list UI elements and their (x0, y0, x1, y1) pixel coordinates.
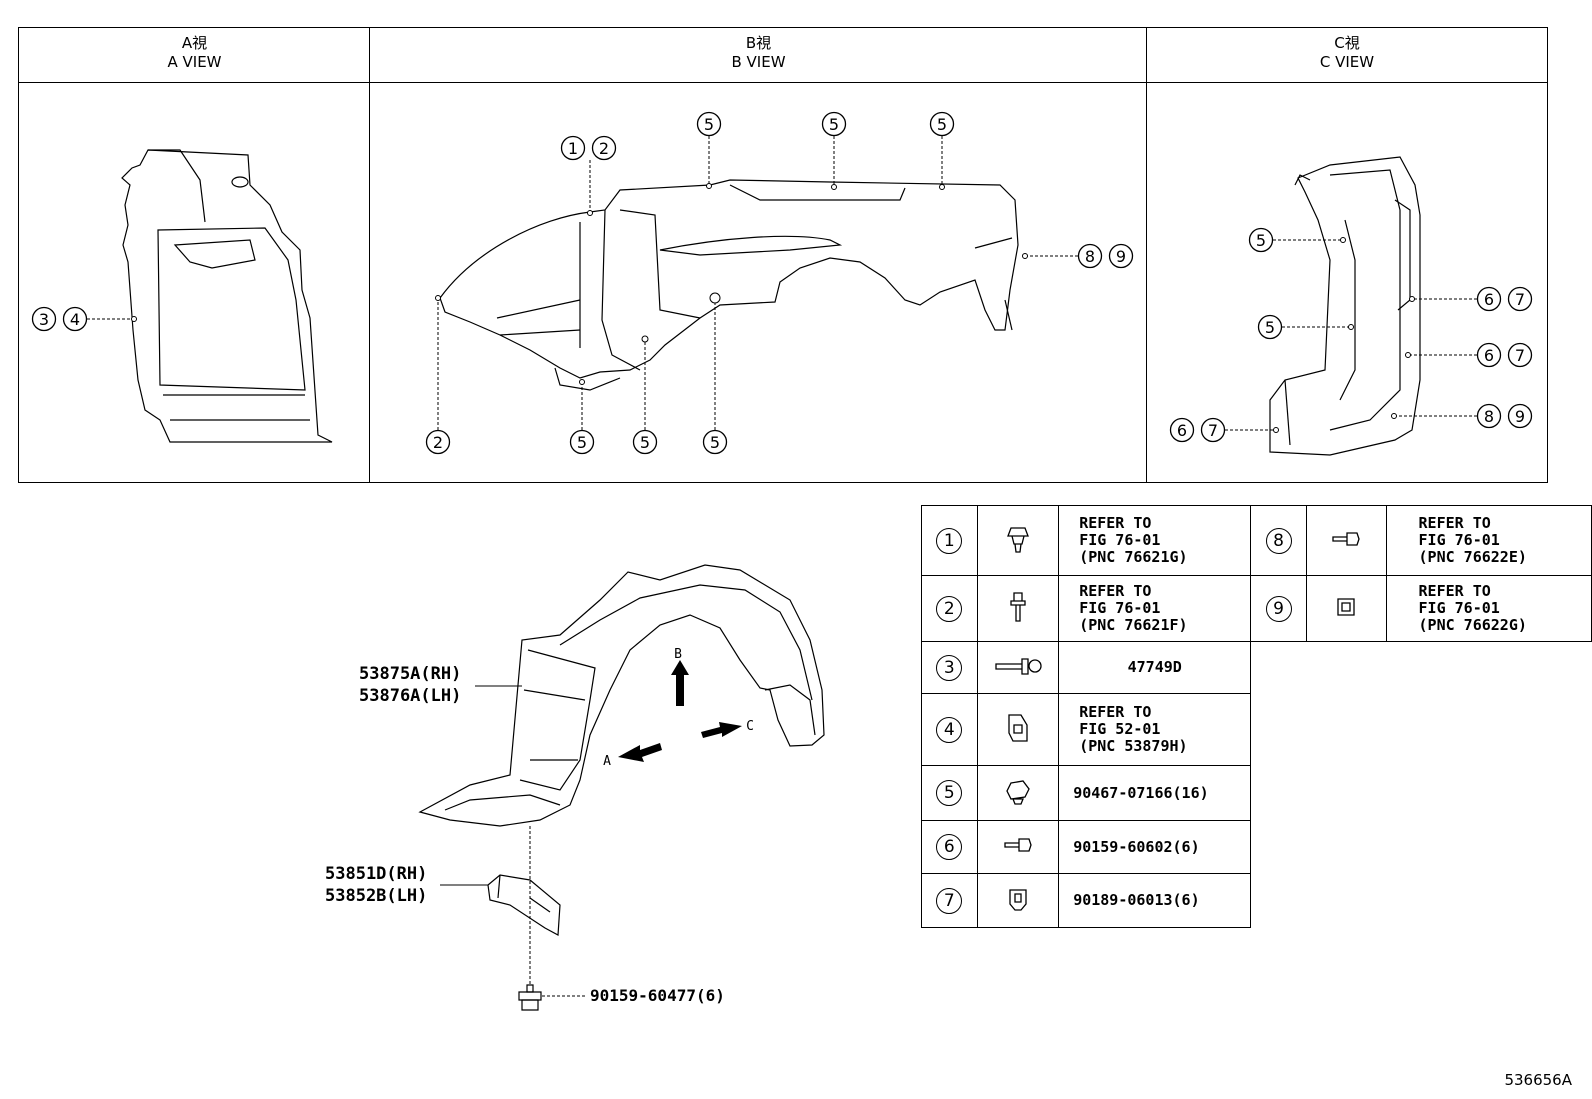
legend-text: REFER TO FIG 76-01 (PNC 76621F) (1058, 575, 1252, 642)
callout-num: 8 (1484, 407, 1494, 426)
a-view-liner-drawing (121, 149, 333, 443)
c-view-title-jp: C視 (1334, 34, 1360, 52)
nut-icon (1337, 597, 1355, 616)
legend-num: 3 (936, 654, 963, 681)
legend-text: 47749D (1058, 641, 1252, 694)
callout-num: 7 (1515, 290, 1525, 309)
legend-text: 90159-60602(6) (1058, 820, 1252, 874)
legend-text: REFER TO FIG 76-01 (PNC 76622E) (1385, 505, 1592, 576)
legend-num: 4 (936, 716, 963, 743)
a-view-title-jp: A視 (181, 34, 208, 52)
b-view-title-jp: B視 (745, 34, 772, 52)
clip-fastener-icon (1006, 526, 1029, 553)
callout-num: 1 (568, 139, 578, 158)
c-view-title-en: C VIEW (1319, 53, 1375, 71)
legend-num: 6 (936, 834, 963, 860)
legend-num: 5 (936, 780, 963, 806)
legend-row: 7 90189-06013(6) (921, 873, 1592, 928)
callout-num: 9 (1515, 407, 1525, 426)
arrow-b-icon (671, 660, 689, 706)
bracket-part-number-rh: 53851D(RH) (325, 864, 428, 884)
callout-num: 6 (1177, 421, 1187, 440)
legend-row: 6 90159-60602(6) (921, 820, 1592, 874)
legend-row: 3 47749D (921, 641, 1592, 694)
callout-num: 5 (1265, 318, 1275, 337)
callout-num: 5 (829, 115, 839, 134)
b-view-header: B視 B VIEW (370, 28, 1147, 83)
callout-num: 9 (1116, 247, 1126, 266)
arrow-a-label: A (603, 754, 611, 769)
a-view-title-en: A VIEW (167, 53, 222, 71)
callout-num: 5 (1256, 231, 1266, 250)
callout-num: 8 (1085, 247, 1095, 266)
legend-row: 2 REFER TO FIG 76-01 (PNC 76621F) 9 REFE… (921, 575, 1592, 642)
fastener-legend-table: 1 REFER TO FIG 76-01 (PNC 76621G) 8 REFE… (921, 505, 1592, 928)
bracket-part-number-lh: 53852B(LH) (325, 886, 428, 906)
legend-row: 4 REFER TO FIG 52-01 (PNC 53879H) (921, 693, 1592, 766)
callout-num: 3 (39, 310, 49, 329)
callout-num: 7 (1515, 346, 1525, 365)
bracket-nut-icon (1008, 713, 1028, 742)
legend-row: 5 90467-07166(16) (921, 765, 1592, 821)
legend-text: REFER TO FIG 76-01 (PNC 76622G) (1385, 575, 1592, 642)
arrow-a-icon (618, 743, 662, 762)
view-divider (369, 28, 370, 482)
nut-icon (1009, 888, 1027, 911)
b-view-callouts: 1 2 5 5 5 8 9 2 5 5 5 (425, 111, 1134, 455)
legend-text: 90467-07166(16) (1058, 765, 1252, 821)
c-view-liner-drawing (1269, 156, 1421, 456)
legend-text: REFER TO FIG 52-01 (PNC 53879H) (1058, 693, 1252, 766)
view-divider (1146, 28, 1147, 482)
callout-num: 5 (577, 433, 587, 452)
arrow-b-label: B (674, 647, 682, 662)
view-arrows: B A C (603, 647, 754, 769)
screw-icon (1010, 591, 1026, 622)
callout-num: 2 (599, 139, 609, 158)
fender-liner-drawing (418, 564, 825, 827)
callout-num: 6 (1484, 290, 1494, 309)
c-view-header: C視 C VIEW (1147, 28, 1547, 83)
bolt-icon (1332, 531, 1360, 546)
legend-num: 2 (936, 595, 963, 622)
b-view-title-en: B VIEW (731, 53, 786, 71)
callout-num: 5 (710, 433, 720, 452)
legend-text: 90189-06013(6) (1058, 873, 1252, 928)
callout-num: 4 (70, 310, 80, 329)
legend-text: REFER TO FIG 76-01 (PNC 76621G) (1058, 505, 1252, 576)
callout-num: 2 (433, 433, 443, 452)
callout-a-3-4: 3 4 (31, 306, 137, 332)
a-view-header: A視 A VIEW (19, 28, 370, 83)
bolt-part-number: 90159-60477(6) (590, 986, 725, 1005)
legend-num: 1 (936, 527, 963, 554)
callout-num: 6 (1484, 346, 1494, 365)
legend-row: 1 REFER TO FIG 76-01 (PNC 76621G) 8 REFE… (921, 505, 1592, 576)
callout-num: 5 (640, 433, 650, 452)
callout-num: 5 (704, 115, 714, 134)
arrow-c-label: C (746, 719, 754, 734)
figure-number: 536656A (1504, 1071, 1572, 1089)
legend-num: 8 (1265, 527, 1292, 554)
bolt-icon (1004, 838, 1032, 852)
liner-part-number-rh: 53875A(RH) (359, 664, 462, 684)
callout-num: 7 (1208, 421, 1218, 440)
legend-num: 9 (1265, 595, 1292, 622)
grommet-bolt-icon (995, 657, 1042, 675)
arrow-c-icon (701, 722, 742, 738)
callout-num: 5 (937, 115, 947, 134)
views-frame: A視 A VIEW B視 B VIEW C視 C VIEW (18, 27, 1548, 483)
b-view-liner-drawing (439, 179, 1019, 391)
push-clip-icon (1006, 780, 1030, 805)
legend-num: 7 (936, 887, 963, 914)
liner-part-number-lh: 53876A(LH) (359, 686, 462, 706)
bolt-drawing (518, 984, 542, 1011)
c-view-callouts: 5 5 6 7 6 7 6 7 8 9 (1169, 227, 1533, 443)
bracket-drawing (487, 874, 561, 936)
